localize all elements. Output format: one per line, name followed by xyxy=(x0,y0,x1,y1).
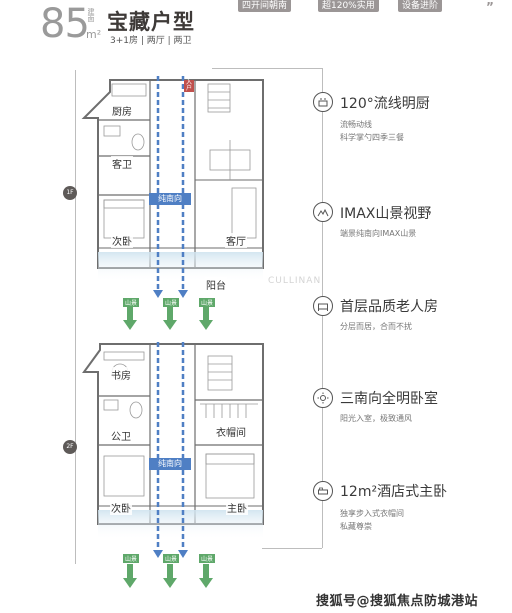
quote-mark: ” xyxy=(486,0,494,14)
floor-1f-view-mist xyxy=(98,252,263,282)
feature-elder xyxy=(313,296,333,316)
feature-sun xyxy=(313,388,333,408)
tag-south-facing: 四开间朝南 xyxy=(238,0,292,12)
room-bath-2f: 公卫 xyxy=(110,428,132,443)
mountain-label-2f-b: 山景 xyxy=(163,554,180,563)
bottom-connector-line xyxy=(262,548,322,549)
feature-title-sun: 三南向全明卧室 xyxy=(340,391,438,407)
feature-title-kitchen: 120°流线明厨 xyxy=(340,96,430,112)
area-number: 85 xyxy=(40,1,90,47)
feature-title-mountain: IMAX山景视野 xyxy=(340,206,432,222)
mountain-icon xyxy=(313,202,333,222)
feature-sub-kitchen-2: 科学掌勺四季三餐 xyxy=(340,133,404,142)
room-cloak-2f: 衣帽间 xyxy=(215,424,247,439)
feature-mountain xyxy=(313,202,333,222)
direction-badge-2f: 纯南向 xyxy=(149,458,191,470)
floor-badge-2f: 2F xyxy=(63,440,77,454)
feature-bed xyxy=(313,481,333,501)
south-axis-arrowheads xyxy=(153,290,188,558)
feature-sub-mountain-1: 端景纯南向IMAX山景 xyxy=(340,229,417,238)
entry-label: 入户 xyxy=(185,79,192,92)
floor-badge-1f: 1F xyxy=(63,186,77,200)
elder-icon xyxy=(313,296,333,316)
entry-marker xyxy=(184,80,194,92)
plan-title: 宝藏户型 xyxy=(107,10,195,34)
brand-watermark: CULLINAN xyxy=(268,276,322,286)
mountain-label-2f-c: 山景 xyxy=(199,554,216,563)
feature-kitchen xyxy=(313,92,333,112)
room-bath-1f: 客卫 xyxy=(111,156,133,171)
room-bedroom-2f: 次卧 xyxy=(110,500,132,515)
source-watermark: 搜狐号@搜狐焦点防城港站 xyxy=(316,594,479,609)
left-guide-line xyxy=(75,70,76,564)
floor-1f-plan xyxy=(81,79,264,269)
top-connector-line xyxy=(212,68,322,69)
mountain-label-1f-a: 山景 xyxy=(123,298,140,307)
feature-sub-sun-1: 阳光入室，极致通风 xyxy=(340,414,412,423)
plan-spec: 3+1房 | 两厅 | 两卫 xyxy=(110,36,192,46)
room-study-2f: 书房 xyxy=(110,367,132,382)
direction-badge-1f: 纯南向 xyxy=(149,193,191,205)
mountain-label-1f-c: 山景 xyxy=(199,298,216,307)
sun-icon xyxy=(313,388,333,408)
kitchen-icon xyxy=(313,92,333,112)
feature-sub-kitchen-1: 流畅动线 xyxy=(340,120,372,129)
area-unit: m² xyxy=(86,28,102,41)
room-living-1f: 客厅 xyxy=(225,233,247,248)
room-master-2f: 主卧 xyxy=(226,500,248,515)
tag-usable-ratio: 超120%实用 xyxy=(318,0,379,12)
room-kitchen-1f: 厨房 xyxy=(111,103,133,118)
floor-2f-view-mist xyxy=(98,510,263,540)
feature-title-bed: 12m²酒店式主卧 xyxy=(340,484,448,500)
floor-2f-furniture xyxy=(103,351,258,499)
feature-sub-bed-1: 独享步入式衣帽间 xyxy=(340,509,404,518)
mountain-view-arrows xyxy=(123,306,213,588)
tag-equipment: 设备进阶 xyxy=(398,0,443,12)
south-axis-arrows xyxy=(156,76,185,552)
room-balcony-1f: 阳台 xyxy=(205,277,227,292)
area-tag: 建面 xyxy=(87,8,95,22)
room-bedroom-1f: 次卧 xyxy=(111,233,133,248)
feature-sub-bed-2: 私藏尊崇 xyxy=(340,522,372,531)
mountain-label-1f-b: 山景 xyxy=(163,298,180,307)
feature-title-elder: 首层品质老人房 xyxy=(340,299,438,315)
feature-sub-elder-1: 分层而居，合而不扰 xyxy=(340,322,412,331)
bed-icon xyxy=(313,481,333,501)
mountain-label-2f-a: 山景 xyxy=(123,554,140,563)
